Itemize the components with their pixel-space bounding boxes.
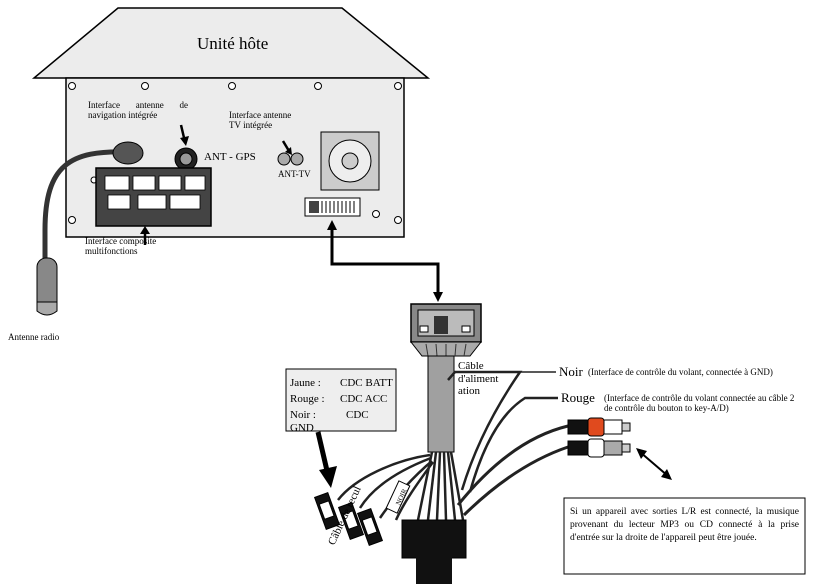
tv-arrow-icon [281, 140, 291, 152]
host-unit-top [31, 7, 431, 79]
audio-note-box [563, 497, 806, 575]
ant-tv-label: ANT-TV [278, 169, 311, 179]
cdc-row-2: Rouge : CDC ACC [290, 393, 394, 406]
ant-tv-connector-1 [277, 152, 291, 166]
tv-antenna-label: Interface antenne TV intégrée [229, 110, 292, 131]
steering-noir-word: Noir [559, 364, 583, 379]
reverse-wire [394, 461, 435, 521]
cdc-row-1-color: Jaune : [290, 377, 321, 389]
steering-rouge-desc: (Interface de contrôle du volant connect… [604, 393, 795, 414]
audio-double-arrow [639, 451, 669, 477]
radio-antenna-plug-cap [36, 301, 58, 316]
noir-tag [385, 480, 411, 514]
screw-icons [68, 82, 402, 224]
ant-gps-label: ANT - GPS [204, 151, 256, 163]
cdc-arrow [315, 431, 331, 476]
radio-antenna-plug-socket [112, 141, 144, 165]
bottom-connector [401, 519, 467, 559]
unit-title: Unité hôte [197, 34, 269, 53]
steering-wire-noir [447, 370, 523, 491]
link-cable [330, 226, 440, 296]
rca-cable-red [456, 424, 569, 506]
cdc-row-3-signal: CDC GND [290, 409, 369, 434]
cdc-row-2-signal: CDC ACC [340, 393, 388, 405]
steering-wire-rouge [468, 396, 558, 493]
cdc-row-2-color: Rouge : [290, 393, 325, 405]
power-cable-trunk [427, 355, 455, 453]
radio-antenna-cable [42, 149, 129, 258]
cdc-row-3: Noir :CDC GND [290, 409, 394, 434]
composite-label: Interface composite multifonctions [85, 236, 157, 257]
ant-tv-connector-2 [290, 152, 304, 166]
power-cable-label: Câble d'aliment ation [458, 360, 499, 398]
cdc-fuse-holders [313, 491, 384, 547]
cdc-row-3-color: Noir : [290, 409, 316, 421]
steering-rouge-word: Rouge [561, 390, 595, 405]
rca-white-plug [567, 438, 631, 458]
cdc-row-1: Jaune : CDC BATT [290, 377, 394, 390]
rca-cable-white [462, 445, 569, 517]
trunk-wires [416, 451, 465, 521]
nav-antenna-label: Interface antenne de navigation intégrée [88, 100, 188, 121]
cdc-box [285, 368, 397, 432]
audio-note-text: Si un appareil avec sorties L/R est conn… [570, 507, 799, 543]
cdc-row-1-signal: CDC BATT [340, 377, 393, 389]
radio-antenna-label: Antenne radio [8, 332, 60, 342]
rca-red-plug [567, 417, 631, 437]
steering-noir-desc: (Interface de contrôle du volant, connec… [588, 367, 773, 377]
